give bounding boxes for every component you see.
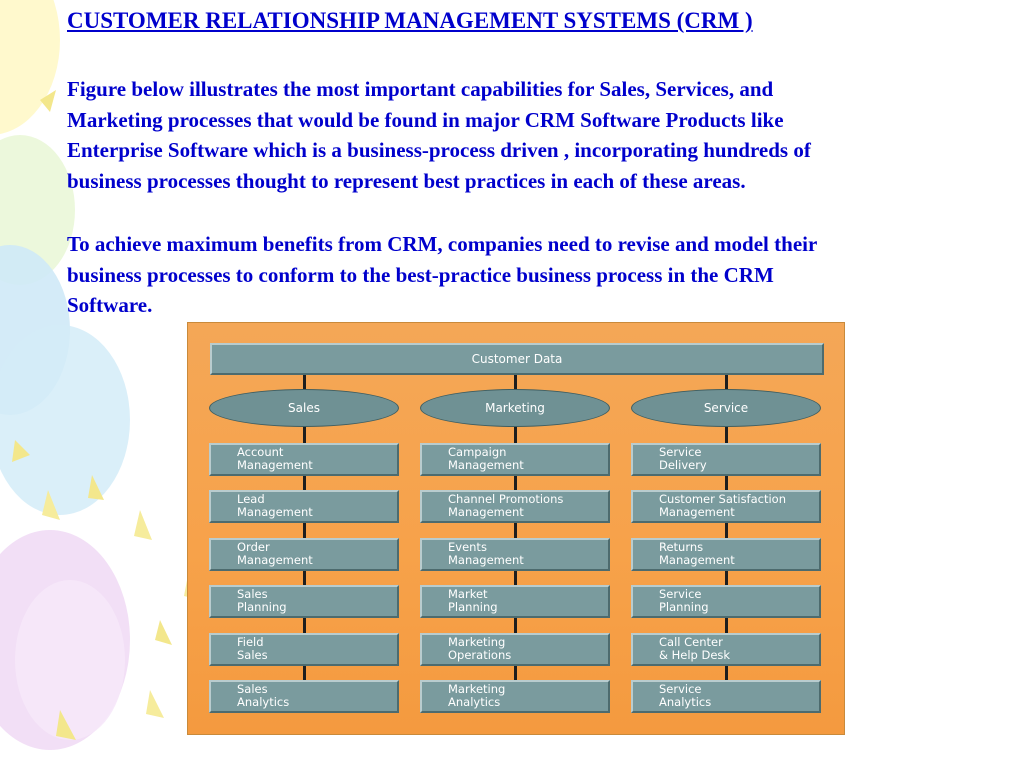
- capability-label-line: Service: [659, 587, 702, 601]
- intro-paragraph-line: Enterprise Software which is a business-…: [67, 138, 811, 162]
- capability-label-line: Service: [659, 445, 702, 459]
- capability-label-line: Delivery: [659, 458, 707, 472]
- capability-label-line: Management: [448, 505, 524, 519]
- capability-label-line: Lead: [237, 492, 265, 506]
- capability-label-line: Planning: [659, 600, 709, 614]
- column-header-sales: Sales: [209, 389, 399, 427]
- capability-label-line: Management: [237, 553, 313, 567]
- capability-label-line: Events: [448, 540, 487, 554]
- capability-label-line: Planning: [237, 600, 287, 614]
- capability-label-line: Management: [659, 553, 735, 567]
- capability-label-line: Sales: [237, 648, 268, 662]
- capability-label-line: Planning: [448, 600, 498, 614]
- capability-label-line: Channel Promotions: [448, 492, 564, 506]
- capability-label-line: Customer Satisfaction: [659, 492, 787, 506]
- capability-label-line: Management: [448, 458, 524, 472]
- capability-label-line: Sales: [237, 682, 268, 696]
- capability-label-line: Field: [237, 635, 264, 649]
- capability-label-line: Operations: [448, 648, 512, 662]
- column-connector-line: [303, 375, 306, 680]
- capability-label-line: Management: [448, 553, 524, 567]
- capability-box-service: Call Center& Help Desk: [631, 633, 821, 666]
- capability-label-line: Campaign: [448, 445, 507, 459]
- capability-label-line: & Help Desk: [659, 648, 731, 662]
- capability-label-line: Sales: [237, 587, 268, 601]
- customer-data-bar: Customer Data: [210, 343, 824, 375]
- intro-paragraph: Figure below illustrates the most import…: [67, 74, 1002, 196]
- slide-title: CUSTOMER RELATIONSHIP MANAGEMENT SYSTEMS…: [67, 8, 753, 33]
- capability-label-line: Analytics: [237, 695, 290, 709]
- intro-paragraph-line: Figure below illustrates the most import…: [67, 77, 774, 101]
- column-header-marketing: Marketing: [420, 389, 610, 427]
- benefits-paragraph-line: Software.: [67, 293, 153, 317]
- capability-label-line: Returns: [659, 540, 704, 554]
- capability-label-line: Service: [659, 682, 702, 696]
- capability-label-line: Call Center: [659, 635, 723, 649]
- capability-label-line: Management: [237, 458, 313, 472]
- column-connector-line: [514, 375, 517, 680]
- intro-paragraph-line: business processes thought to represent …: [67, 168, 746, 193]
- column-header-service: Service: [631, 389, 821, 427]
- benefits-paragraph: To achieve maximum benefits from CRM, co…: [67, 229, 1002, 321]
- intro-paragraph-line: Marketing processes that would be found …: [67, 107, 784, 132]
- capability-label-line: Management: [237, 505, 313, 519]
- column-connector-line: [725, 375, 728, 680]
- capability-label-line: Account: [237, 445, 284, 459]
- capability-label-line: Marketing: [448, 635, 506, 649]
- capability-label-line: Marketing: [448, 682, 506, 696]
- capability-label-line: Analytics: [659, 695, 712, 709]
- benefits-paragraph-line: To achieve maximum benefits from CRM, co…: [67, 232, 818, 256]
- capability-label-line: Management: [659, 505, 735, 519]
- benefits-paragraph-line: business processes to conform to the bes…: [67, 262, 774, 287]
- capability-label-line: Analytics: [448, 695, 501, 709]
- capability-label-line: Order: [237, 540, 270, 554]
- capability-label-line: Market: [448, 587, 488, 601]
